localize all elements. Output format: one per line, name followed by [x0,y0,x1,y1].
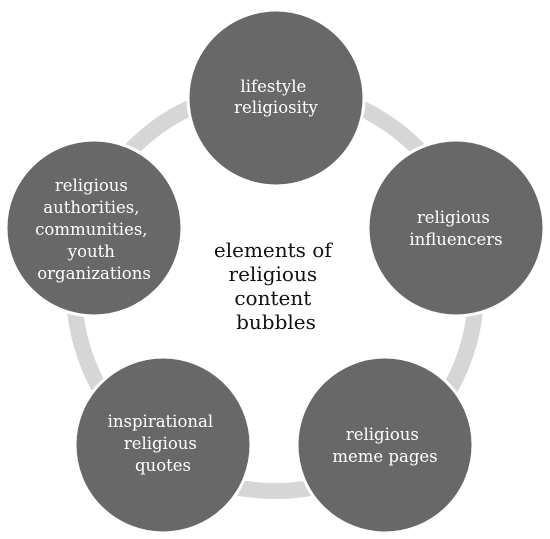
node-label-line: influencers [409,230,502,249]
node-label: religious meme pages [332,425,437,466]
node-label-line: communities, [35,220,147,239]
node-label-line: religious [346,425,419,444]
center-label-line: religious [229,262,318,286]
node-circle [295,355,475,535]
center-label-line: bubbles [236,310,316,334]
node-label: inspirational religious quotes [108,412,219,475]
node-circle [186,8,366,188]
node-circle [366,138,546,318]
node-label: religious influencers [409,208,502,249]
node-label-line: inspirational [108,412,214,431]
node-label-line: religious [55,176,128,195]
node-label-line: organizations [37,264,151,283]
node-label-line: youth [67,242,116,261]
node-religious-authorities-communities: religious authorities, communities, yout… [4,138,184,318]
node-label: religious authorities, communities, yout… [35,176,153,283]
node-label-line: religious [124,434,197,453]
node-religious-meme-pages: religious meme pages [295,355,475,535]
node-label-line: authorities, [43,198,139,217]
node-label-line: meme pages [332,447,437,466]
node-label-line: religiosity [234,98,318,117]
node-circle [73,355,253,535]
center-label-line: elements of [214,238,333,262]
node-label-line: religious [417,208,490,227]
center-label: elements of religious content bubbles [214,238,338,334]
node-label-line: quotes [135,456,191,475]
node-lifestyle-religiosity: lifestyle religiosity [186,8,366,188]
node-inspirational-religious-quotes: inspirational religious quotes [73,355,253,535]
node-label-line: lifestyle [240,77,306,96]
node-label: lifestyle religiosity [234,77,318,117]
center-label-line: content [234,286,311,310]
node-circle [4,138,184,318]
node-religious-influencers: religious influencers [366,138,546,318]
